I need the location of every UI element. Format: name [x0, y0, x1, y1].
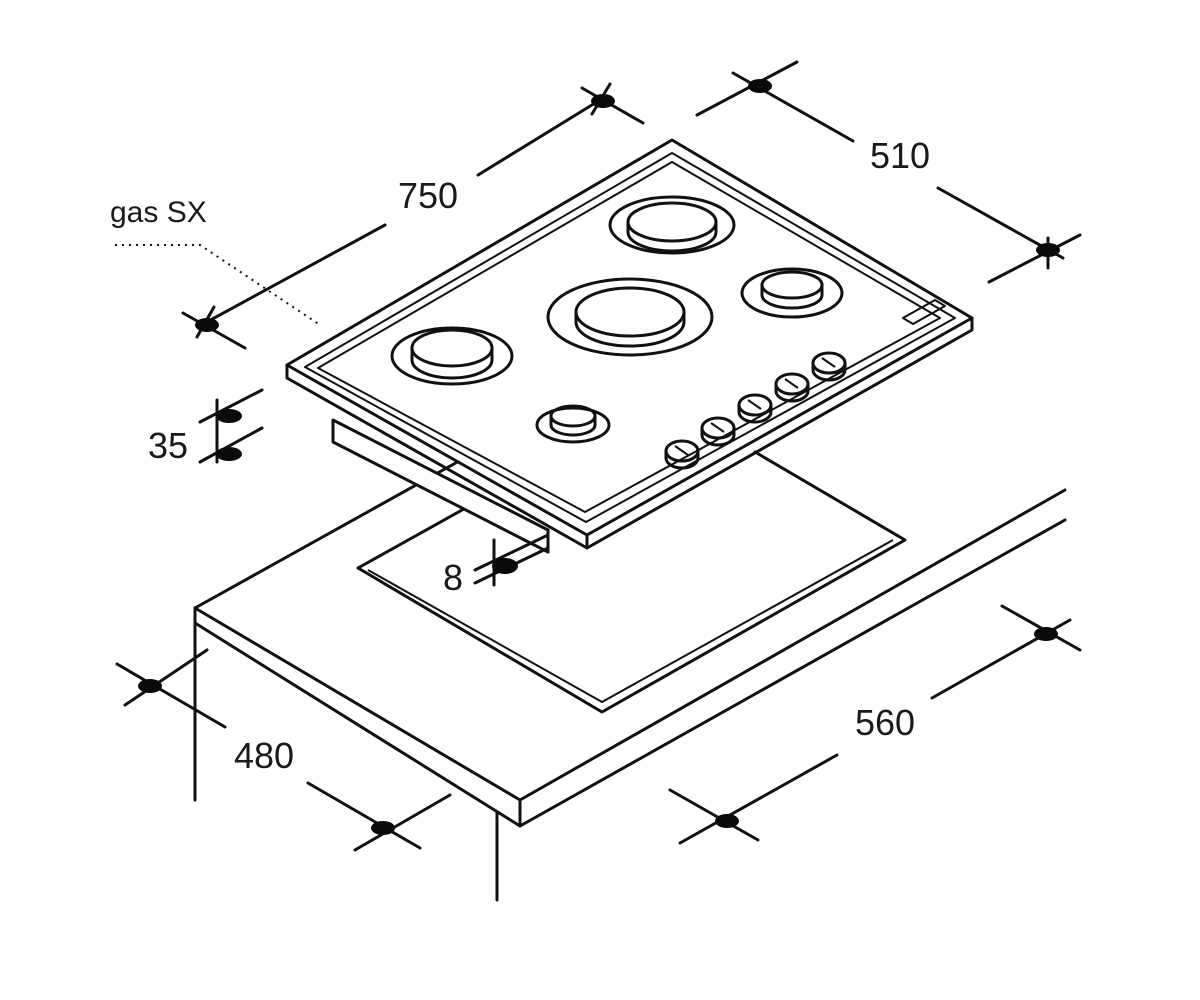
dimension-510-label: 510 [870, 135, 930, 176]
burner-rear-right [608, 195, 736, 255]
knob-1 [664, 439, 700, 470]
dimension-8-label: 8 [443, 557, 463, 598]
countertop [193, 450, 1067, 902]
knob-4 [774, 372, 810, 403]
dimension-560: 560 [668, 604, 1082, 845]
burner-front-small [535, 404, 611, 444]
burner-center [546, 277, 714, 357]
gas-connection-badge [902, 299, 946, 325]
knob-3 [737, 393, 773, 424]
dimension-35: 35 [148, 388, 264, 466]
dimension-35-label: 35 [148, 425, 188, 466]
countertop-cutout [356, 450, 907, 714]
dimension-750: 750 [181, 82, 645, 350]
dimension-480: 480 [115, 648, 452, 852]
gas-sx-callout: gas SX [110, 196, 321, 326]
dimension-510: 510 [695, 60, 1082, 284]
burner-left [390, 326, 514, 386]
knob-2 [700, 416, 736, 447]
gas-sx-label: gas SX [110, 196, 207, 229]
control-knobs [664, 351, 847, 470]
burners [390, 195, 844, 444]
dimension-560-label: 560 [855, 702, 915, 743]
burner-right-small [740, 267, 844, 319]
dimension-8: 8 [443, 533, 550, 598]
hob-top-plate [285, 138, 974, 550]
knob-5 [811, 351, 847, 382]
dimension-480-label: 480 [234, 735, 294, 776]
dimension-750-label: 750 [398, 175, 458, 216]
